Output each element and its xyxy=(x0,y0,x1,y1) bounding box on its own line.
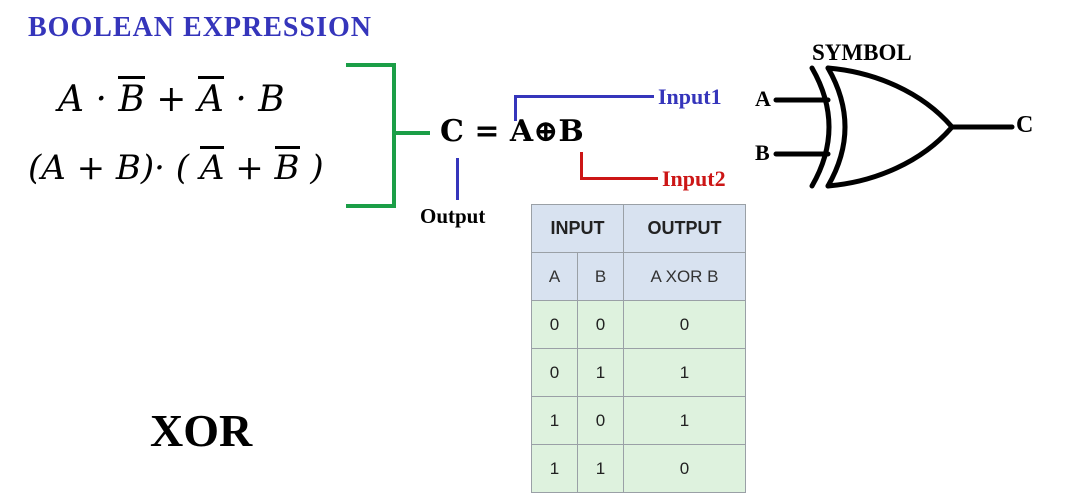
input1-label: Input1 xyxy=(658,84,722,109)
xor-gate-icon xyxy=(773,65,1015,189)
table-cell: 0 xyxy=(623,300,746,349)
table-cell: 1 xyxy=(577,444,624,493)
xor-equation: C = A⊕B xyxy=(440,114,584,149)
output-wire-vertical xyxy=(456,158,459,200)
table-cell: 0 xyxy=(531,300,578,349)
input2-label: Input2 xyxy=(662,166,726,191)
table-cell: 0 xyxy=(577,300,624,349)
table-header-row: INPUT OUTPUT xyxy=(531,204,746,253)
boolean-expression-line1: A · B + A · B xyxy=(58,76,285,120)
table-cell: 1 xyxy=(531,444,578,493)
table-cell: 0 xyxy=(577,396,624,445)
output-label: Output xyxy=(420,204,486,228)
table-cell: 1 xyxy=(577,348,624,397)
input1-wire-horizontal xyxy=(514,95,654,98)
bracket-vertical-line xyxy=(392,63,396,208)
table-subheader-a: A xyxy=(531,252,578,301)
page-title: BOOLEAN EXPRESSION xyxy=(28,12,372,43)
table-subheader-b: B xyxy=(577,252,624,301)
gate-input-a-label: A xyxy=(755,86,771,111)
xor-caption: XOR xyxy=(150,405,253,456)
table-cell: 1 xyxy=(623,348,746,397)
table-subheader-axorb: A XOR B xyxy=(623,252,746,301)
bracket-bottom-line xyxy=(346,204,396,208)
input1-wire-vertical xyxy=(514,97,517,121)
gate-input-b-label: B xyxy=(755,140,770,165)
input2-wire-horizontal xyxy=(580,177,658,180)
input2-wire-vertical xyxy=(580,152,583,180)
table-cell: 1 xyxy=(623,396,746,445)
table-cell: 1 xyxy=(531,396,578,445)
symbol-title: SYMBOL xyxy=(812,40,912,65)
bracket-middle-connector xyxy=(396,131,430,135)
bracket-top-line xyxy=(346,63,396,67)
table-header-output: OUTPUT xyxy=(623,204,746,253)
boolean-expression-line2: (A + B)· ( A + B ) xyxy=(28,146,324,188)
table-subheader-row: A B A XOR B xyxy=(531,252,746,301)
table-cell: 0 xyxy=(623,444,746,493)
gate-output-c-label: C xyxy=(1016,112,1034,138)
table-cell: 0 xyxy=(531,348,578,397)
table-header-input: INPUT xyxy=(531,204,624,253)
